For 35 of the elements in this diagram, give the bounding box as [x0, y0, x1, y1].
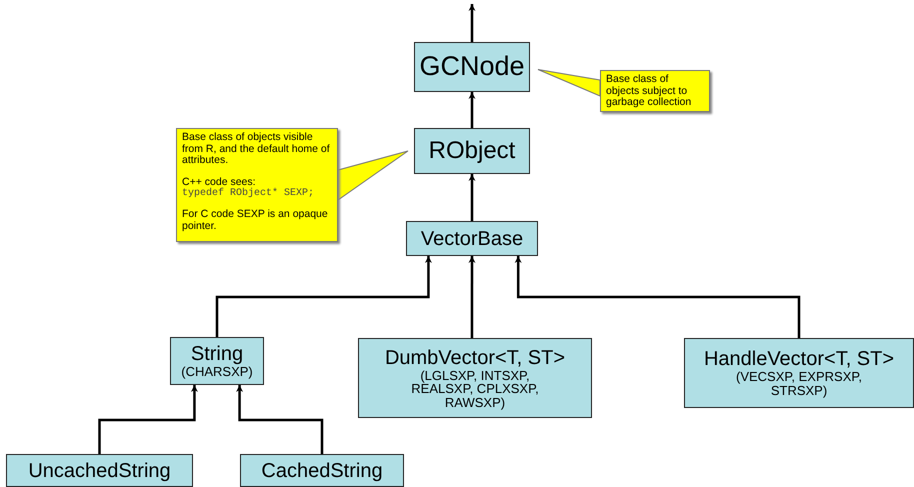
class-box — [6, 454, 193, 487]
class-box — [414, 128, 530, 174]
inheritance-arrow — [468, 4, 476, 42]
class-name: CachedString — [261, 460, 383, 482]
class-box — [170, 337, 264, 385]
class-subtitle: (CHARSXP) — [181, 365, 253, 379]
note-text: For C code SEXP is an opaque pointer. — [182, 209, 329, 232]
class-name: UncachedString — [28, 460, 171, 482]
class-subtitle: (VECSXP, EXPRSXP, STRSXP) — [735, 370, 863, 398]
callout-pointer — [538, 69, 600, 97]
inheritance-arrow — [468, 256, 476, 338]
inheritance-arrow — [514, 256, 800, 338]
class-name: HandleVector<T, ST> — [704, 348, 894, 370]
note-text: Base class of objects visible from R, and the default home of attributes. — [182, 132, 331, 167]
class-name: RObject — [428, 138, 516, 164]
note-text: C++ code sees: — [182, 176, 256, 188]
note-callout — [176, 128, 338, 242]
class-name: GCNode — [419, 52, 525, 82]
class-name: String — [190, 343, 244, 366]
inheritance-arrow — [98, 385, 198, 454]
inheritance-arrow — [236, 385, 324, 454]
class-box — [684, 338, 914, 408]
class-box — [358, 338, 592, 418]
callout-pointer — [338, 150, 408, 201]
class-box — [406, 221, 538, 256]
inheritance-arrow — [216, 256, 432, 337]
inheritance-arrow — [468, 174, 476, 221]
class-box — [240, 454, 404, 487]
note-text: Base class of objects subject to garbage collection — [606, 74, 692, 109]
class-box — [414, 42, 530, 92]
inheritance-arrow — [468, 92, 476, 128]
class-name: VectorBase — [420, 228, 524, 250]
class-name: DumbVector<T, ST> — [384, 346, 566, 369]
class-subtitle: (LGLSXP, INTSXP, REALSXP, CPLXSXP, RAWSXP) — [410, 368, 540, 410]
code-text: typedef RObject* SEXP; — [182, 188, 316, 200]
